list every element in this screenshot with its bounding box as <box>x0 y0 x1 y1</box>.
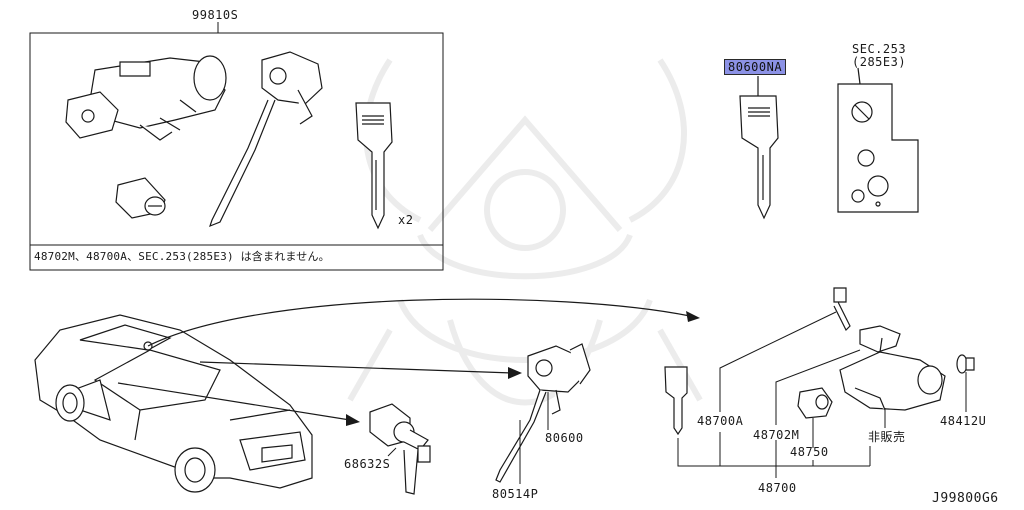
callout-arrows <box>118 299 690 420</box>
kit-box-frame <box>30 33 443 270</box>
sec253-plate-drawing <box>838 68 918 212</box>
bolt-drawing <box>834 288 850 330</box>
watermark-logo <box>350 60 700 403</box>
key-80600na-drawing <box>740 76 778 218</box>
part-label-48412u[interactable]: 48412U <box>940 414 987 428</box>
key-quantity: x2 <box>398 213 414 227</box>
part-label-80600[interactable]: 80600 <box>545 431 584 445</box>
lock-cylinder-drawing <box>116 178 165 218</box>
switch-48750-drawing <box>798 388 832 418</box>
car-drawing <box>35 315 312 492</box>
steering-lock-drawing <box>840 326 945 410</box>
section-ref-code: (285E3) <box>852 55 907 69</box>
diagram-code: J99800G6 <box>932 491 999 506</box>
arrow-heads <box>346 311 700 426</box>
kit-exclusion-note: 48702M、48700A、SEC.253(285E3) は含まれません。 <box>34 250 330 263</box>
not-sold-label: 非販売 <box>868 430 906 444</box>
small-key-drawing <box>665 367 687 434</box>
part-label-48700a[interactable]: 48700A <box>697 414 744 428</box>
cylinder-68632s-drawing <box>370 404 430 494</box>
kit-key-drawing <box>356 103 392 228</box>
part-label-48702m[interactable]: 48702M <box>753 428 800 442</box>
section-ref-number: SEC.253 <box>852 42 907 56</box>
leader-lines <box>388 312 966 484</box>
part-48412u-drawing <box>957 355 974 373</box>
kit-part-number: 99810S <box>192 8 239 22</box>
part-label-80514p[interactable]: 80514P <box>492 487 539 501</box>
part-label-68632s[interactable]: 68632S <box>344 457 391 471</box>
trunk-lock-drawing <box>210 52 322 226</box>
highlighted-part-80600na[interactable]: 80600NA <box>724 59 787 75</box>
part-label-48750[interactable]: 48750 <box>790 445 829 459</box>
ignition-switch-drawing <box>66 56 226 140</box>
lock-80600-drawing <box>496 344 590 482</box>
part-label-48700[interactable]: 48700 <box>758 481 797 495</box>
